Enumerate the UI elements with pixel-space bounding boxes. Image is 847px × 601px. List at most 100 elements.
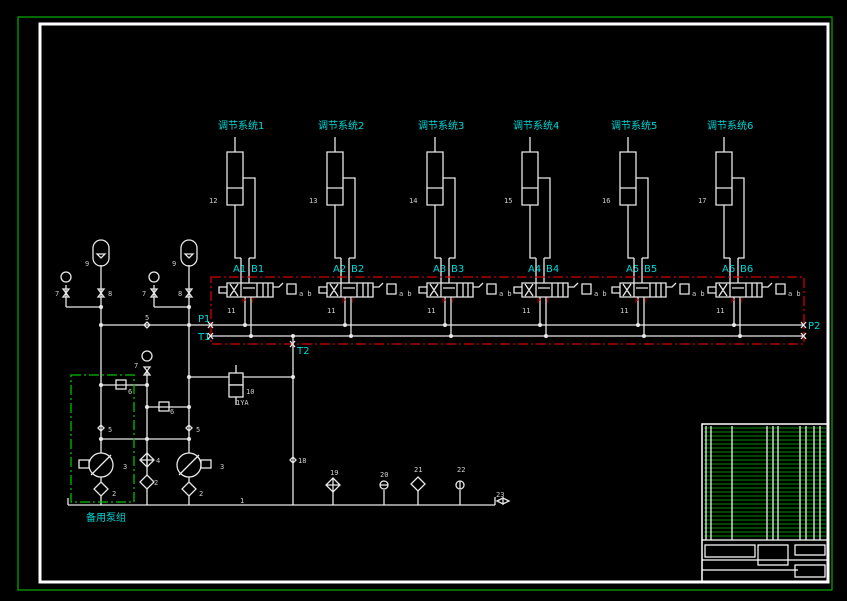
port-p-label: P (242, 298, 246, 305)
port-b-label: B5 (644, 264, 657, 275)
port-b-label: B2 (351, 264, 364, 275)
port-t2-label: T2 (296, 346, 309, 357)
system-label: 调节系统3 (418, 119, 464, 132)
port-p-label: P (442, 298, 446, 305)
valve-number: 11 (620, 307, 628, 315)
accumulator-left (92, 239, 110, 267)
label-5: 5 (108, 426, 112, 434)
valve-number: 11 (522, 307, 530, 315)
port-t1-label: T1 (197, 332, 210, 343)
cylinder-icon (226, 137, 256, 259)
label-6: 6 (170, 408, 174, 416)
label-19: 19 (330, 469, 338, 477)
label-5: 5 (196, 426, 200, 434)
valve-ports (240, 258, 252, 336)
cylinder-number: 14 (409, 197, 417, 205)
port-a-label: A6 (722, 264, 735, 275)
label-8: 8 (178, 290, 182, 298)
directional-valve-icon (707, 282, 786, 298)
cylinder-icon (715, 137, 745, 259)
valve-ports (729, 258, 741, 336)
title-block-cells (702, 539, 828, 578)
valve-number: 11 (227, 307, 235, 315)
label-18: 18 (298, 457, 306, 465)
label-3: 3 (123, 463, 127, 471)
port-b-label: B1 (251, 264, 264, 275)
filter-icons (93, 474, 197, 497)
valve-ports (633, 258, 645, 336)
valve-number: 11 (427, 307, 435, 315)
port-t-label: T (739, 298, 744, 305)
label-5: 5 (145, 314, 149, 322)
cylinder-icon (426, 137, 456, 259)
port-b-label: B4 (546, 264, 559, 275)
system-label: 调节系统6 (707, 119, 753, 132)
stop-valve-icons (61, 288, 194, 376)
standby-pump-group-label: 备用泵组 (86, 511, 126, 524)
port-a-label: A5 (626, 264, 639, 275)
port-p-label: P (635, 298, 639, 305)
auxiliary-components (325, 476, 511, 506)
port-t-label: T (545, 298, 550, 305)
cylinder-number: 15 (504, 197, 512, 205)
title-block (701, 423, 829, 583)
system-label: 调节系统5 (611, 119, 657, 132)
port-t-label: T (450, 298, 455, 305)
component-numbers: 1 2 2 2 3 3 4 5 5 5 6 6 7 7 7 8 8 9 9 10… (55, 260, 504, 505)
port-p2-label: P2 (808, 321, 820, 332)
port-p-label: P (537, 298, 541, 305)
system-label: 调节系统2 (318, 119, 364, 132)
check-valve-icons (97, 321, 297, 464)
port-p1-label: P1 (198, 314, 210, 325)
port-t-label: T (643, 298, 648, 305)
cylinder-number: 16 (602, 197, 610, 205)
label-7: 7 (142, 290, 146, 298)
cylinder-number: 12 (209, 197, 217, 205)
port-t-label: T (350, 298, 355, 305)
port-markers (207, 321, 807, 348)
label-7: 7 (55, 290, 59, 298)
port-a-label: A2 (333, 264, 346, 275)
label-7: 7 (134, 362, 138, 370)
solenoid-label: a b (692, 290, 705, 298)
label-23: 23 (496, 491, 504, 499)
pump-station-lines (65, 265, 495, 506)
valve-ports (440, 258, 452, 336)
standby-pump-group-border (70, 374, 135, 503)
label-21: 21 (414, 466, 422, 474)
label-3: 3 (220, 463, 224, 471)
label-10: 10 (246, 388, 254, 396)
cooler-icon (139, 452, 155, 468)
port-b-label: B3 (451, 264, 464, 275)
solenoid-label: a b (594, 290, 607, 298)
label-2: 2 (112, 490, 116, 498)
pressure-gauge-icon (148, 271, 160, 283)
drawing-frame (38, 22, 830, 584)
solenoid-label: a b (299, 290, 312, 298)
pressure-gauge-icon (141, 350, 153, 362)
label-2: 2 (154, 479, 158, 487)
valve-manifold-border (210, 276, 805, 345)
pressure-gauge-icon (60, 271, 72, 283)
valve-number: 11 (716, 307, 724, 315)
label-6: 6 (128, 388, 132, 396)
label-8: 8 (108, 290, 112, 298)
port-p-label: P (731, 298, 735, 305)
port-a-label: A3 (433, 264, 446, 275)
sheet-border (17, 16, 833, 591)
directional-valve-icon (513, 282, 592, 298)
system-label: 调节系统4 (513, 119, 559, 132)
cylinder-icon (619, 137, 649, 259)
solenoid-label: a b (399, 290, 412, 298)
port-t-label: T (250, 298, 255, 305)
port-a-label: A1 (233, 264, 246, 275)
accumulator-right (180, 239, 198, 267)
pump-icons (78, 452, 212, 478)
